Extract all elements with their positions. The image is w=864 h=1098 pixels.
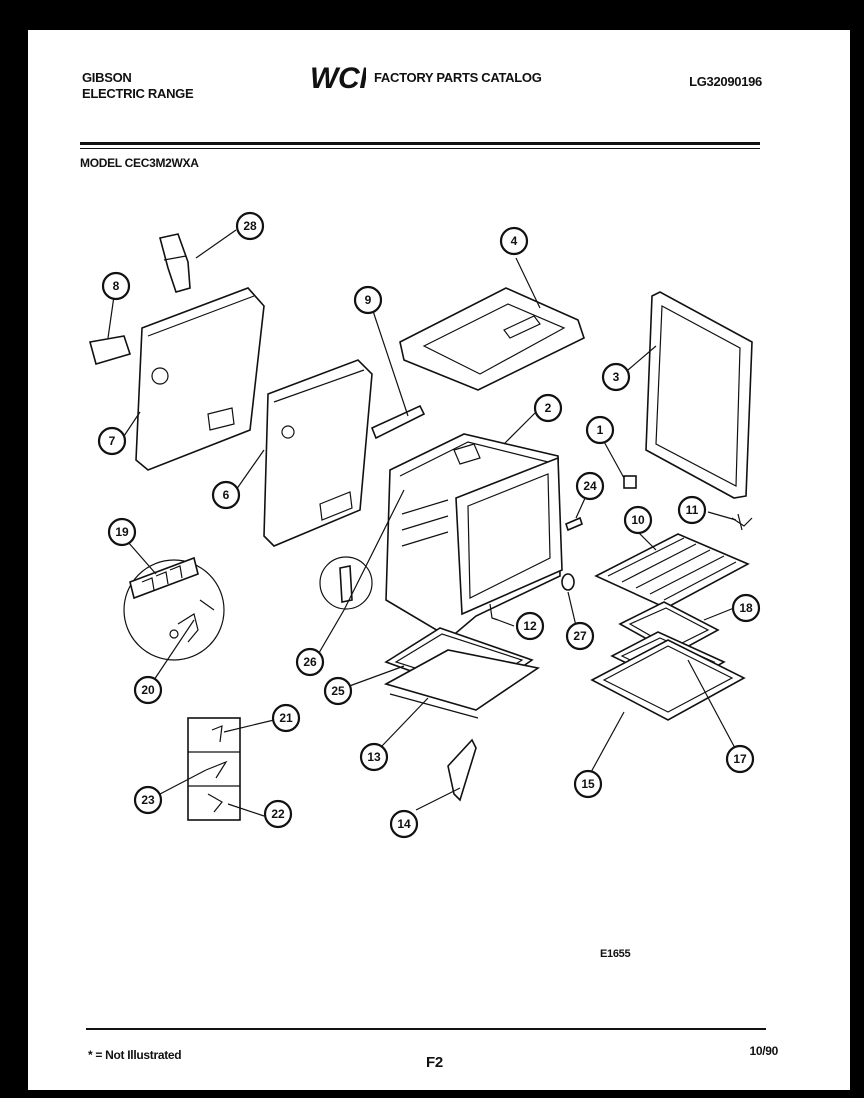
svg-text:19: 19: [115, 525, 129, 539]
parts-catalog-page: GIBSON ELECTRIC RANGE WCI FACTORY PARTS …: [28, 30, 850, 1090]
callout-4: 4: [499, 226, 529, 256]
parts-21-22-23-panel: [187, 717, 241, 821]
svg-text:20: 20: [141, 683, 155, 697]
model-number: MODEL CEC3M2WXA: [80, 156, 199, 170]
part-24-latch: [565, 516, 583, 532]
revision-date: 10/90: [749, 1044, 778, 1058]
callout-18: 18: [731, 593, 761, 623]
part-11-clip: [731, 513, 753, 531]
svg-text:27: 27: [573, 629, 587, 643]
catalog-number: LG32090196: [689, 74, 762, 89]
callout-24: 24: [575, 471, 605, 501]
svg-text:7: 7: [109, 434, 116, 448]
header-rule-thick: [80, 142, 760, 145]
part-8-insulator: [88, 335, 132, 365]
svg-text:22: 22: [271, 807, 285, 821]
callout-10: 10: [623, 505, 653, 535]
callout-6: 6: [211, 480, 241, 510]
part-27-grommet: [561, 573, 575, 591]
callout-2: 2: [533, 393, 563, 423]
callout-25: 25: [323, 676, 353, 706]
not-illustrated-legend: * = Not Illustrated: [88, 1048, 182, 1062]
callout-26: 26: [295, 647, 325, 677]
wci-logo-icon: WCI: [310, 62, 366, 94]
exploded-parts-diagram: 28 8 7 6 9 4 3 2 1 24 10 11 18 17 15 12 …: [88, 211, 761, 839]
drawing-code: E1655: [600, 948, 631, 960]
part-1-knob: [623, 475, 637, 489]
part-2-oven-body: [385, 433, 563, 639]
svg-text:3: 3: [613, 370, 620, 384]
part-4-top-panel: [399, 287, 585, 391]
svg-text:6: 6: [223, 488, 230, 502]
svg-text:21: 21: [279, 711, 293, 725]
part-7-side-panel: [135, 287, 265, 471]
svg-text:28: 28: [243, 219, 257, 233]
callout-28: 28: [235, 211, 265, 241]
callout-11: 11: [677, 495, 707, 525]
part-19-20-switch-detail: [123, 556, 225, 661]
part-15-door-liner: [590, 639, 746, 721]
brand-block: GIBSON ELECTRIC RANGE: [82, 70, 194, 102]
svg-text:13: 13: [367, 750, 381, 764]
part-14-bracket: [447, 738, 477, 802]
svg-text:23: 23: [141, 793, 155, 807]
svg-text:10: 10: [631, 513, 645, 527]
svg-text:26: 26: [303, 655, 317, 669]
svg-text:12: 12: [523, 619, 537, 633]
brand-name: GIBSON: [82, 70, 132, 85]
catalog-title: FACTORY PARTS CATALOG: [374, 69, 542, 85]
footer-rule: [86, 1028, 766, 1030]
svg-text:1: 1: [597, 423, 604, 437]
callout-20: 20: [133, 675, 163, 705]
header-rule-thin: [80, 148, 760, 149]
product-type: ELECTRIC RANGE: [82, 86, 194, 101]
callout-15: 15: [573, 769, 603, 799]
part-3-door-frame: [645, 291, 753, 499]
part-12-hinge-pin: [489, 603, 499, 621]
callout-1: 1: [585, 415, 615, 445]
callout-21: 21: [271, 703, 301, 733]
svg-text:18: 18: [739, 601, 753, 615]
svg-text:24: 24: [583, 479, 597, 493]
callout-3: 3: [601, 362, 631, 392]
callout-9: 9: [353, 285, 383, 315]
leader-lines: [107, 229, 737, 817]
svg-text:14: 14: [397, 817, 411, 831]
part-10-oven-rack: [594, 533, 750, 609]
svg-text:2: 2: [545, 401, 552, 415]
callout-7: 7: [97, 426, 127, 456]
part-26-detail: [319, 556, 373, 610]
callout-13: 13: [359, 742, 389, 772]
callout-17: 17: [725, 744, 755, 774]
svg-text:11: 11: [686, 503, 699, 517]
callout-12: 12: [515, 611, 545, 641]
part-28-bracket: [159, 233, 191, 293]
svg-text:8: 8: [113, 279, 120, 293]
callout-14: 14: [389, 809, 419, 839]
callout-22: 22: [263, 799, 293, 829]
svg-text:17: 17: [733, 752, 747, 766]
svg-text:25: 25: [331, 684, 345, 698]
callout-8: 8: [101, 271, 131, 301]
callout-19: 19: [107, 517, 137, 547]
logo-text: WCI: [310, 62, 366, 94]
svg-text:9: 9: [365, 293, 372, 307]
part-13-drawer-tray: [383, 649, 541, 719]
svg-text:4: 4: [511, 234, 518, 248]
part-9-trim: [370, 404, 426, 440]
callout-badges: 28 8 7 6 9 4 3 2 1 24 10 11 18 17 15 12 …: [97, 211, 761, 839]
callout-23: 23: [133, 785, 163, 815]
svg-text:15: 15: [581, 777, 595, 791]
catalog-header: WCI FACTORY PARTS CATALOG: [308, 60, 542, 94]
page-id: F2: [426, 1054, 443, 1071]
callout-27: 27: [565, 621, 595, 651]
part-6-side-panel: [263, 359, 373, 547]
